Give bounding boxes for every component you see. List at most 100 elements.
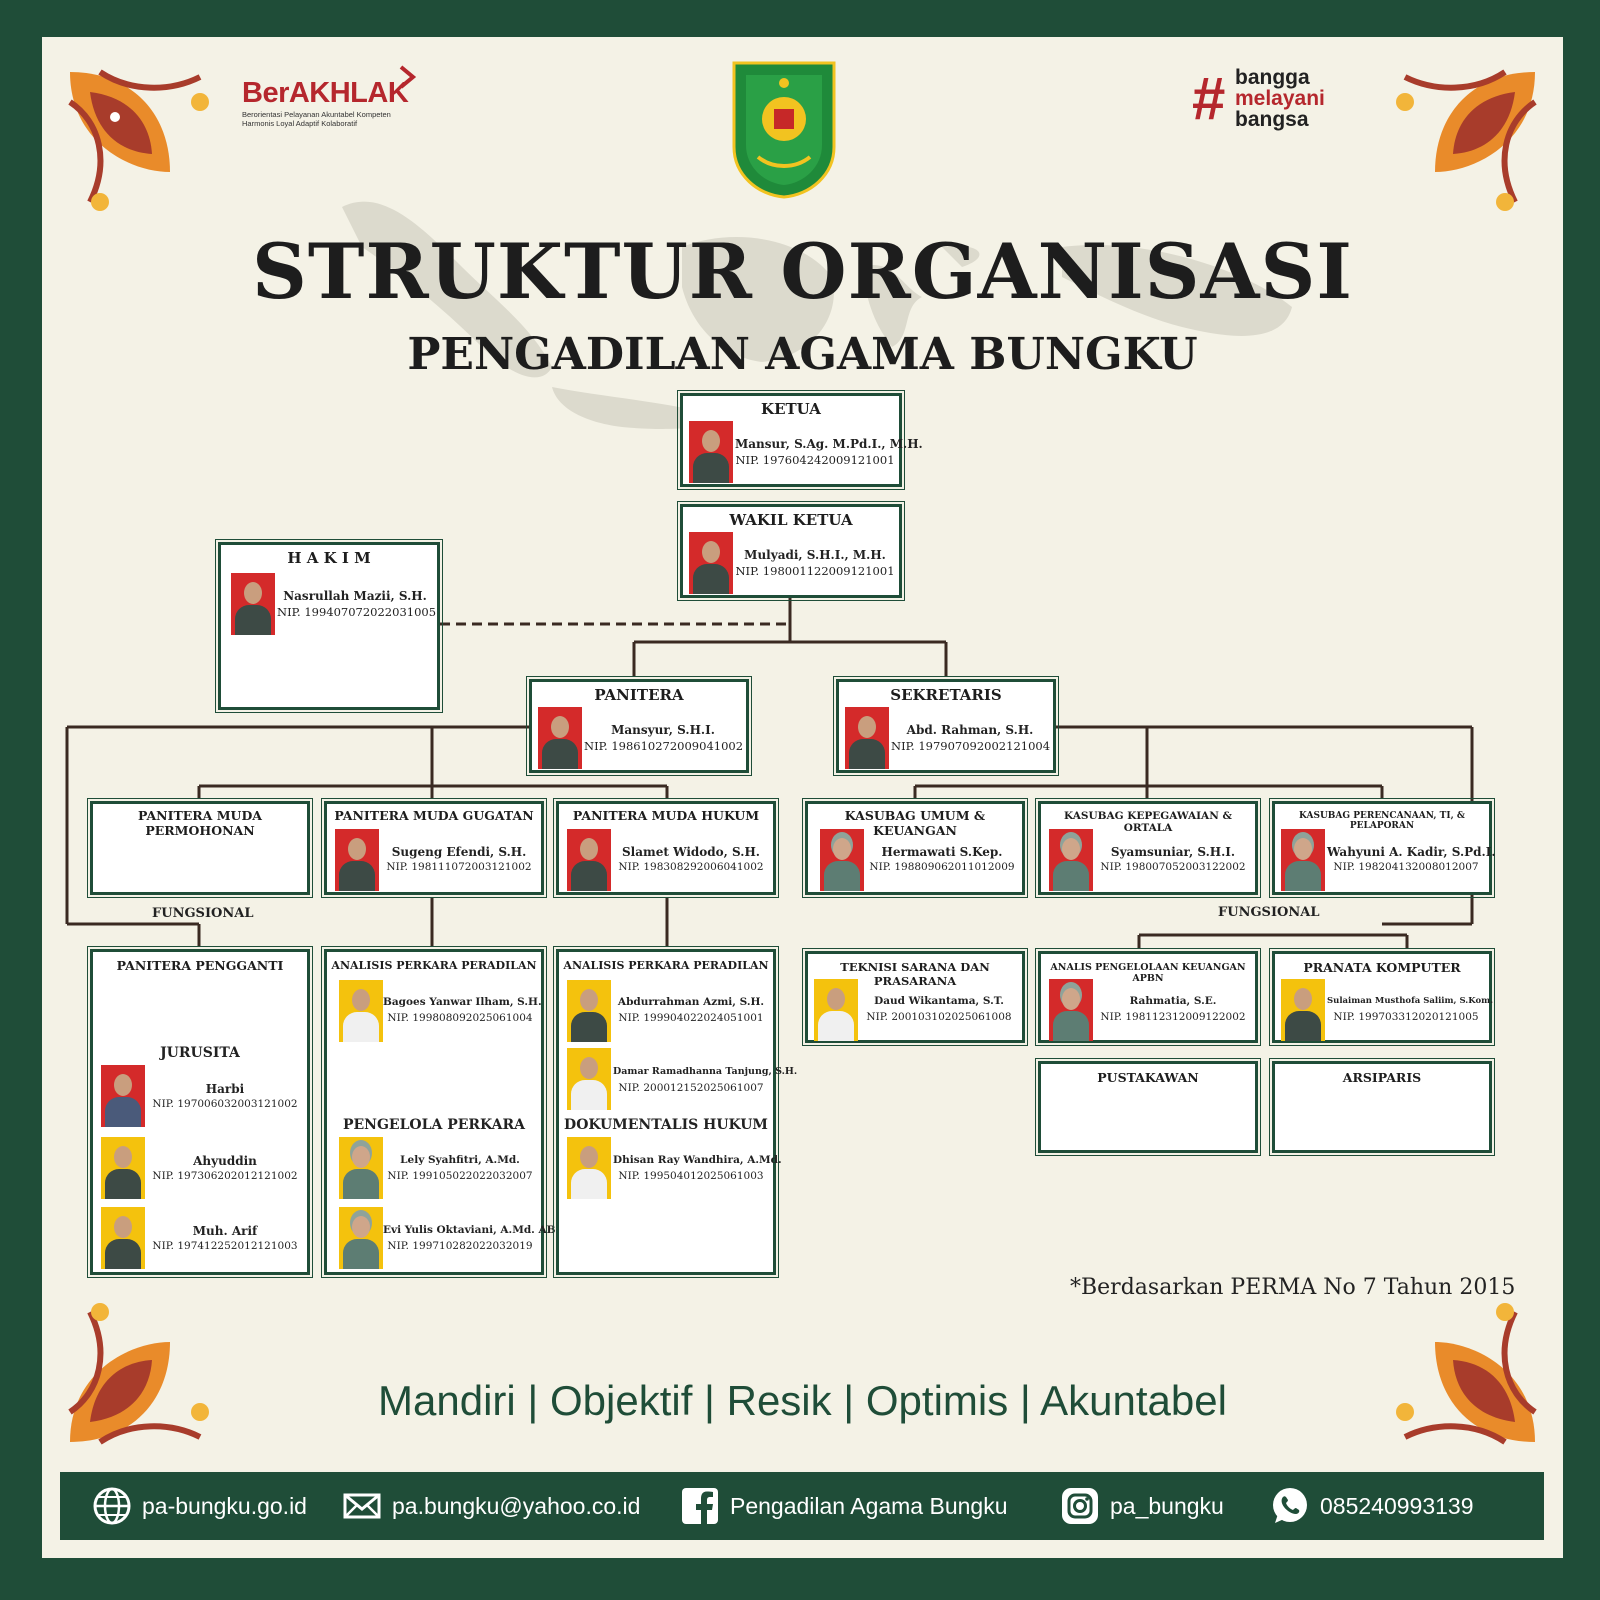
page-subtitle: PENGADILAN AGAMA BUNGKU [407, 329, 1198, 380]
analisis-perkara-1-box: ANALISIS PERKARA PERADILAN Bagoes Yanwar… [321, 946, 559, 1278]
website-text: pa-bungku.go.id [142, 1492, 307, 1519]
ketua-title: KETUA [761, 400, 821, 418]
analis-keuangan-box: ANALIS PENGELOLAAN KEUANGAN APBN Rahmati… [1035, 948, 1261, 1046]
jurusita-photo-3 [101, 1207, 145, 1269]
jurusita-nip-3: NIP. 197412252012121003 [152, 1240, 298, 1252]
teknisi-nip: NIP. 200103102025061008 [866, 1011, 1012, 1023]
hakim-nip: NIP. 199407072022031005 [277, 605, 437, 619]
hakim-title: H A K I M [287, 549, 371, 567]
panitera-photo [538, 707, 582, 769]
pustakawan-title: PUSTAKAWAN [1097, 1070, 1199, 1085]
batik-ornament-top-left [68, 69, 209, 211]
footer-whatsapp[interactable]: 085240993139 [1270, 1472, 1474, 1540]
ketua-name: Mansur, S.Ag. M.Pd.I., M.H. [735, 437, 923, 451]
wakil-ketua-nip: NIP. 198001122009121001 [735, 564, 895, 578]
pengelola-perkara-title: PENGELOLA PERKARA [342, 1117, 526, 1133]
teknisi-photo [814, 979, 858, 1041]
sekretaris-box: SEKRETARIS Abd. Rahman, S.H. NIP. 197907… [833, 676, 1059, 776]
footer-website[interactable]: pa-bungku.go.id [92, 1472, 307, 1540]
panitera-muda-permohonan-box: PANITERA MUDA PERMOHONAN [87, 798, 313, 898]
sekretaris-title: SEKRETARIS [890, 686, 1002, 704]
panitera-muda-gugatan-name: Sugeng Efendi, S.H. [391, 845, 527, 859]
analisis-perkara-2-photo-1 [567, 980, 611, 1042]
email-text: pa.bungku@yahoo.co.id [392, 1492, 641, 1519]
bangga-line-3: bangsa [1235, 108, 1309, 131]
hashtag-icon: # [1192, 65, 1226, 132]
ketua-box: KETUA Mansur, S.Ag. M.Pd.I., M.H. NIP. 1… [677, 390, 923, 490]
hakim-photo [231, 573, 275, 635]
ketua-nip: NIP. 197604242009121001 [735, 453, 895, 467]
panitera-muda-hukum-name: Slamet Widodo, S.H. [622, 845, 760, 859]
kasubag-perencanaan-nip: NIP. 198204132008012007 [1333, 861, 1479, 873]
analisis-perkara-1-photo [339, 980, 383, 1042]
wakil-ketua-photo [689, 532, 733, 594]
pustakawan-box: PUSTAKAWAN [1035, 1058, 1261, 1156]
panitera-muda-hukum-nip: NIP. 198308292006041002 [618, 861, 764, 873]
analisis-perkara-2-nip-2: NIP. 200012152025061007 [618, 1082, 764, 1094]
footer-instagram[interactable]: pa_bungku [1060, 1472, 1224, 1540]
analisis-perkara-2-nip-1: NIP. 199904022024051001 [618, 1012, 764, 1024]
bangga-line-2: melayani [1235, 87, 1325, 110]
berakhlak-chevron-icon [399, 65, 417, 89]
pranata-komputer-photo [1281, 979, 1325, 1041]
kasubag-perencanaan-title: KASUBAG PERENCANAAN, TI, & PELAPORAN [1299, 811, 1465, 831]
pengelola-photo-2 [339, 1207, 383, 1269]
batik-ornament-bottom-left [68, 1303, 209, 1445]
kasubag-umum-box: KASUBAG UMUM & KEUANGAN Hermawati S.Kep.… [802, 798, 1028, 898]
panitera-box: PANITERA Mansyur, S.H.I. NIP. 1986102720… [526, 676, 752, 776]
panitera-name: Mansyur, S.H.I. [611, 723, 715, 737]
kasubag-umum-nip: NIP. 198809062011012009 [869, 861, 1015, 873]
jurusita-photo-2 [101, 1137, 145, 1199]
fungsional-left-label: FUNGSIONAL [152, 906, 254, 921]
footer-email[interactable]: pa.bungku@yahoo.co.id [342, 1472, 640, 1540]
panitera-nip: NIP. 198610272009041002 [584, 739, 744, 753]
panitera-muda-gugatan-box: PANITERA MUDA GUGATAN Sugeng Efendi, S.H… [321, 798, 547, 898]
sekretaris-photo [845, 707, 889, 769]
instagram-text: pa_bungku [1110, 1492, 1224, 1519]
panitera-muda-hukum-photo [567, 829, 611, 891]
panitera-pengganti-title: PANITERA PENGGANTI [116, 958, 284, 973]
facebook-icon [682, 1488, 718, 1524]
panitera-muda-hukum-box: PANITERA MUDA HUKUM Slamet Widodo, S.H. … [553, 798, 779, 898]
jurusita-nip-2: NIP. 197306202012121002 [152, 1170, 298, 1182]
globe-icon [93, 1487, 131, 1525]
dokumentalis-name: Dhisan Ray Wandhira, A.Md. [613, 1154, 782, 1166]
panitera-muda-gugatan-nip: NIP. 198111072003121002 [386, 861, 532, 873]
dokumentalis-hukum-title: DOKUMENTALIS HUKUM [564, 1117, 768, 1133]
kasubag-perencanaan-box: KASUBAG PERENCANAAN, TI, & PELAPORAN Wah… [1269, 798, 1496, 898]
kasubag-umum-title: KASUBAG UMUM & KEUANGAN [844, 808, 986, 838]
pengelola-photo-1 [339, 1137, 383, 1199]
ketua-photo [689, 421, 733, 483]
analisis-perkara-2-name-1: Abdurrahman Azmi, S.H. [617, 996, 765, 1008]
page-title: STRUKTUR ORGANISASI [252, 227, 1353, 316]
arsiparis-box: ARSIPARIS [1269, 1058, 1495, 1156]
whatsapp-icon [1273, 1488, 1307, 1523]
arsiparis-title: ARSIPARIS [1342, 1070, 1422, 1085]
pengelola-nip-1: NIP. 199105022022032007 [387, 1170, 533, 1182]
batik-ornament-top-right [1396, 69, 1537, 211]
jurusita-name-3: Muh. Arif [192, 1224, 258, 1238]
pengelola-name-1: Lely Syahfitri, A.Md. [400, 1154, 520, 1166]
footer-facebook[interactable]: Pengadilan Agama Bungku [680, 1472, 1008, 1540]
batik-ornament-bottom-right [1396, 1303, 1537, 1445]
teknisi-title: TEKNISI SARANA DAN PRASARANA [840, 960, 990, 988]
analisis-perkara-1-name: Bagoes Yanwar Ilham, S.H. [383, 996, 542, 1008]
pranata-komputer-nip: NIP. 199703312020121005 [1333, 1011, 1479, 1023]
kasubag-perencanaan-name: Wahyuni A. Kadir, S.Pd.I. [1327, 845, 1496, 859]
hakim-box: H A K I M Nasrullah Mazii, S.H. NIP. 199… [215, 539, 443, 713]
kasubag-umum-name: Hermawati S.Kep. [881, 845, 1003, 859]
panitera-muda-gugatan-photo [335, 829, 379, 891]
panitera-pengganti-box: PANITERA PENGGANTI JURUSITA Harbi NIP. 1… [87, 946, 313, 1278]
jurusita-name-1: Harbi [205, 1082, 245, 1096]
panitera-muda-hukum-title: PANITERA MUDA HUKUM [572, 808, 760, 823]
wakil-ketua-name: Mulyadi, S.H.I., M.H. [744, 548, 886, 562]
sekretaris-name: Abd. Rahman, S.H. [906, 723, 1034, 737]
jurusita-photo-1 [101, 1065, 145, 1127]
berakhlak-tagline-1: Berorientasi Pelayanan Akuntabel Kompete… [242, 110, 391, 119]
kasubag-kepegawaian-title: KASUBAG KEPEGAWAIAN & ORTALA [1064, 810, 1232, 834]
kasubag-kepegawaian-name: Syamsuniar, S.H.I. [1110, 845, 1236, 859]
kasubag-kepegawaian-nip: NIP. 198007052003122002 [1100, 861, 1246, 873]
bangga-line-1: bangga [1235, 66, 1310, 89]
pranata-komputer-name: Sulaiman Musthofa Saliim, S.Kom. [1327, 996, 1494, 1006]
core-values: Mandiri | Objektif | Resik | Optimis | A… [378, 1377, 1227, 1424]
